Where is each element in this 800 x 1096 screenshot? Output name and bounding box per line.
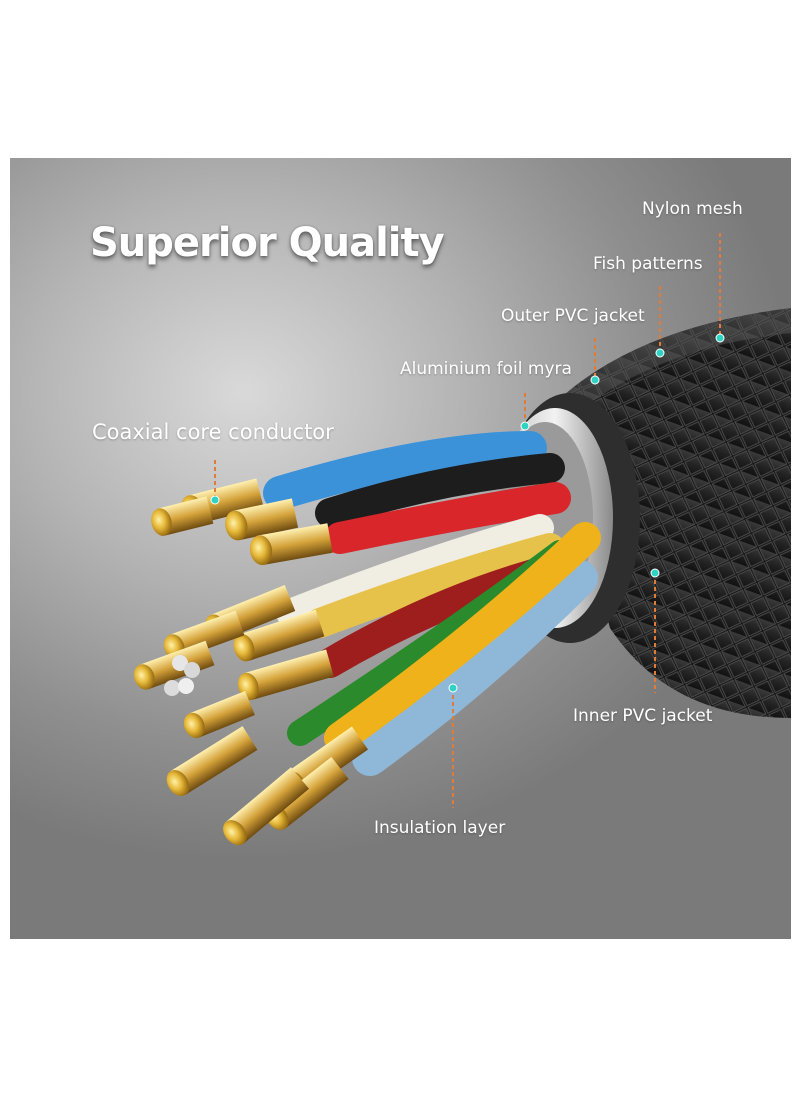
gold-connector-tips bbox=[133, 478, 369, 846]
label-insulation-layer: Insulation layer bbox=[374, 818, 506, 838]
label-fish-patterns: Fish patterns bbox=[593, 254, 703, 274]
wire-bundle bbox=[263, 431, 601, 776]
label-nylon-mesh: Nylon mesh bbox=[642, 199, 743, 219]
product-image-panel: Superior Quality Nylon mesh Fish pattern… bbox=[10, 158, 791, 939]
callout-leaders bbox=[214, 233, 721, 808]
cable-cross-section-illustration bbox=[133, 233, 791, 846]
label-aluminium-foil: Aluminium foil myra bbox=[400, 359, 572, 379]
label-inner-pvc-jacket: Inner PVC jacket bbox=[573, 706, 713, 726]
white-strand-bundle bbox=[164, 655, 200, 696]
callout-dots bbox=[210, 333, 725, 693]
label-outer-pvc-jacket: Outer PVC jacket bbox=[501, 306, 645, 326]
label-coaxial-core-conductor: Coaxial core conductor bbox=[92, 420, 334, 444]
headline-title: Superior Quality bbox=[90, 220, 445, 266]
